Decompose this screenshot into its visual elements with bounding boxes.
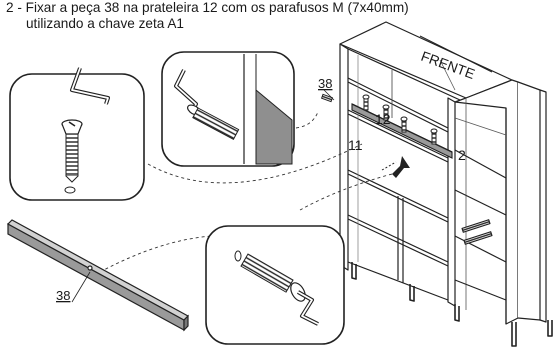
part-11-label: 11 <box>348 137 363 153</box>
part-38-label-beam: 38 <box>56 288 70 303</box>
shelf-unit <box>339 21 553 347</box>
loose-beam-38 <box>7 219 189 332</box>
part-2-label: 2 <box>458 147 466 163</box>
instruction-line-2: utilizando a chave zeta A1 <box>26 16 184 31</box>
part-12-label: 12 <box>375 111 391 127</box>
callout-screw-closeup <box>9 67 145 201</box>
callout-key-closeup <box>161 51 295 167</box>
instruction-text: 2 - Fixar a peça 38 na prateleira 12 com… <box>6 0 409 32</box>
callout-bottom-closeup <box>205 225 345 345</box>
insertion-arrow <box>381 156 410 178</box>
callout-connectors <box>99 111 393 273</box>
frente-arrow <box>419 35 493 73</box>
part-38-label-top: 38 <box>318 76 332 91</box>
screws-above-shelf <box>320 93 438 145</box>
part-38-leader-beam <box>71 271 91 303</box>
part-38-leader-top <box>323 89 335 101</box>
instruction-line-1: 2 - Fixar a peça 38 na prateleira 12 com… <box>6 0 409 15</box>
